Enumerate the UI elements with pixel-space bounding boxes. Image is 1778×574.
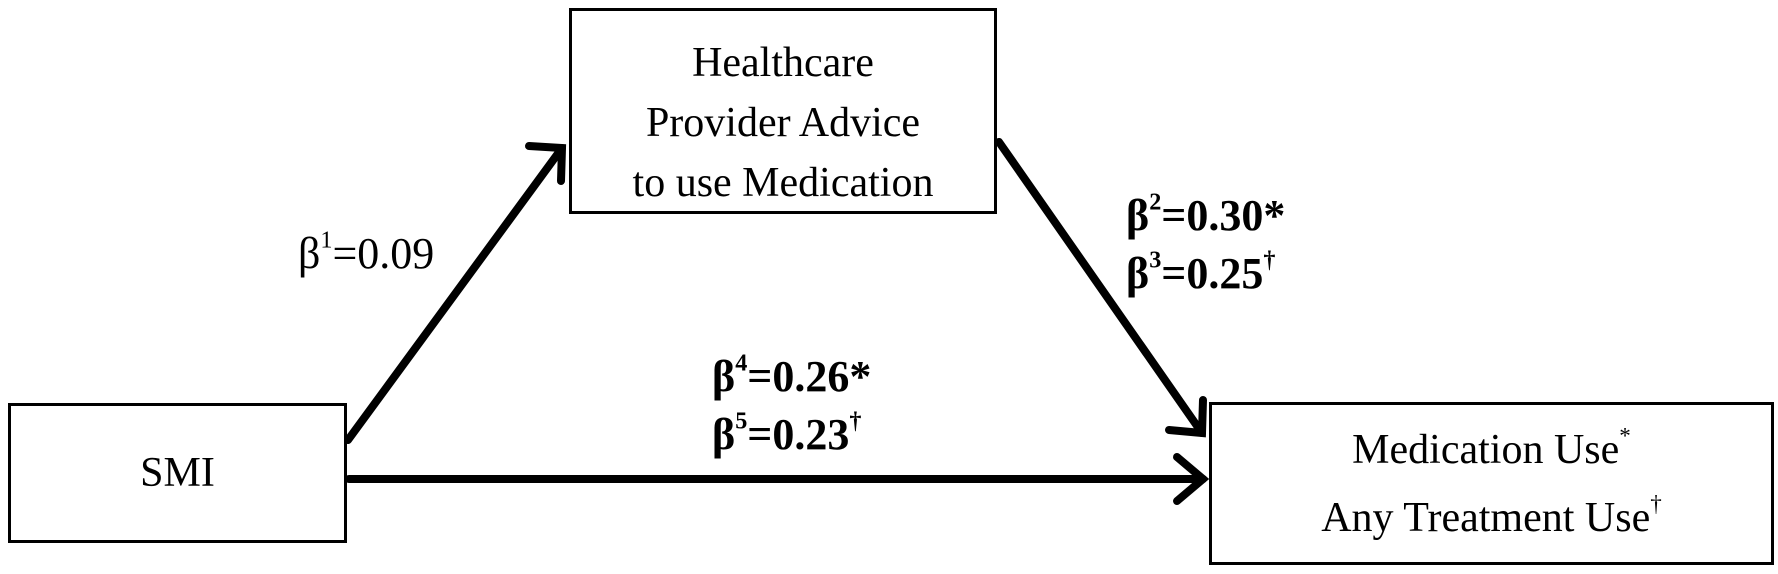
path-c-row-2-value: =0.23 bbox=[747, 410, 850, 459]
path-a-row-1: β1=0.09 bbox=[298, 225, 434, 283]
path-c-row-2-index: 5 bbox=[735, 407, 748, 435]
outcome-box: Medication Use* Any Treatment Use† bbox=[1209, 402, 1774, 565]
mediator-label-line-2: Provider Advice bbox=[645, 100, 921, 146]
mediator-label-line-3: to use Medication bbox=[632, 160, 934, 206]
arrowhead-advice-to-outcome bbox=[1165, 396, 1207, 438]
outcome-label-2-text: Any Treatment Use bbox=[1321, 494, 1651, 541]
path-c-row-1-index: 4 bbox=[735, 349, 748, 377]
path-c-row-2-mark: † bbox=[849, 407, 862, 435]
path-b-row-1: β2=0.30* bbox=[1126, 187, 1285, 245]
path-c-row-1-symbol: β bbox=[712, 352, 736, 401]
outcome-label-line-1: Medication Use* bbox=[1352, 416, 1631, 484]
path-b-row-2-mark: † bbox=[1263, 246, 1276, 274]
outcome-label-1-mark: * bbox=[1619, 421, 1631, 448]
outcome-label-line-2: Any Treatment Use† bbox=[1321, 484, 1662, 552]
outcome-label-2-mark: † bbox=[1650, 489, 1662, 516]
path-b-row-2-value: =0.25 bbox=[1161, 249, 1264, 298]
arrowhead-smi-to-advice bbox=[525, 142, 567, 185]
mediator-label-line-1: Healthcare bbox=[692, 40, 874, 86]
path-b-row-2-symbol: β bbox=[1126, 249, 1150, 298]
path-b-coefficients: β2=0.30* β3=0.25† bbox=[1126, 187, 1285, 303]
path-c-coefficients: β4=0.26* β5=0.23† bbox=[712, 348, 871, 464]
path-a-coefficient: β1=0.09 bbox=[298, 225, 434, 283]
path-a-row-1-value: =0.09 bbox=[332, 229, 435, 278]
path-b-row-2-index: 3 bbox=[1149, 246, 1162, 274]
path-c-row-2-symbol: β bbox=[712, 410, 736, 459]
path-c-row-1: β4=0.26* bbox=[712, 348, 871, 406]
path-b-row-1-mark: * bbox=[1263, 191, 1286, 240]
path-b-row-2: β3=0.25† bbox=[1126, 245, 1285, 303]
arrow-smi-to-advice bbox=[344, 144, 566, 444]
predictor-label: SMI bbox=[140, 450, 215, 496]
path-a-row-1-index: 1 bbox=[320, 226, 333, 254]
path-b-row-1-symbol: β bbox=[1126, 191, 1150, 240]
path-a-row-1-symbol: β bbox=[298, 229, 321, 278]
arrowhead-smi-to-outcome bbox=[1173, 453, 1210, 505]
mediator-box: Healthcare Provider Advice to use Medica… bbox=[569, 8, 997, 214]
path-c-row-1-value: =0.26 bbox=[747, 352, 850, 401]
outcome-label-1-text: Medication Use bbox=[1352, 426, 1620, 473]
path-c-row-2: β5=0.23† bbox=[712, 406, 871, 464]
arrow-advice-to-outcome bbox=[995, 138, 1206, 437]
predictor-box: SMI bbox=[8, 403, 347, 543]
path-b-row-1-index: 2 bbox=[1149, 188, 1162, 216]
path-b-row-1-value: =0.30 bbox=[1161, 191, 1264, 240]
path-c-row-1-mark: * bbox=[849, 352, 872, 401]
